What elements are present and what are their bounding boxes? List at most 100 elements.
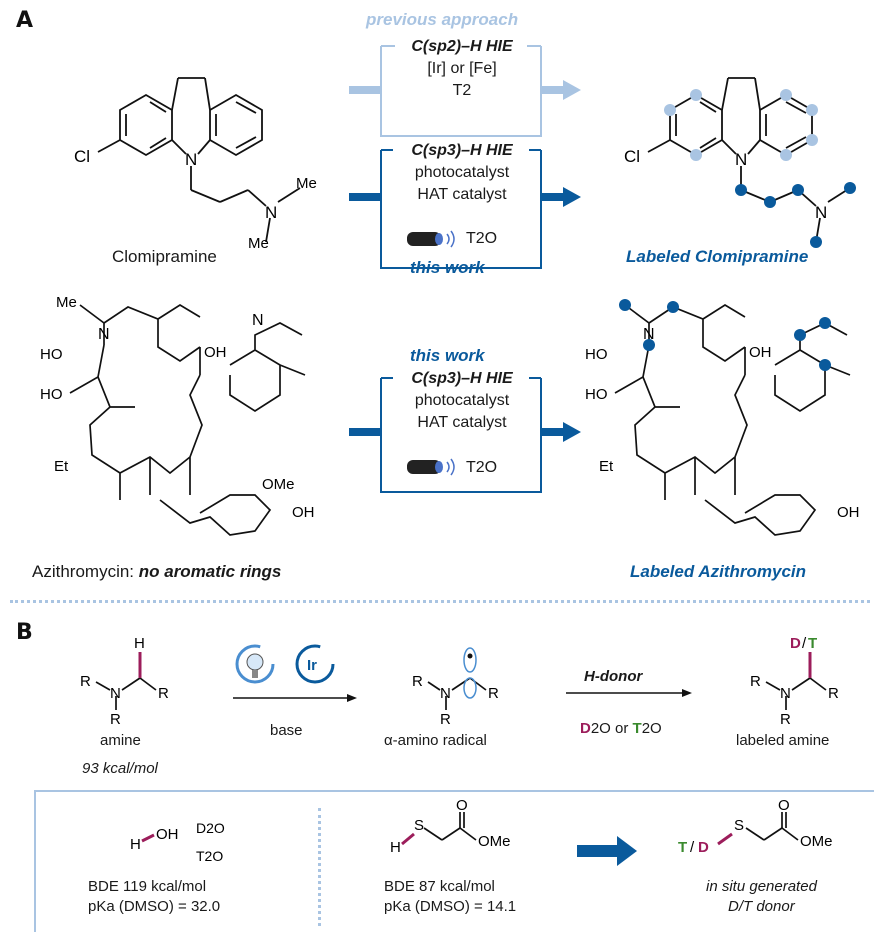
- box2-t2o: T2O: [466, 230, 498, 247]
- box1-line1: [Ir] or [Fe]: [427, 60, 497, 77]
- donor-line2: D/T donor: [728, 898, 795, 915]
- box3-title: C(sp3)–H HIE: [411, 370, 513, 387]
- azithromycin-prefix: Azithromycin:: [32, 562, 139, 581]
- t-symbol: T: [632, 720, 642, 737]
- box2-line1: photocatalyst: [414, 164, 510, 181]
- panel-b-label: B: [16, 620, 33, 645]
- n-atom-labeled: N: [735, 150, 747, 169]
- donor-d: D: [698, 839, 709, 856]
- h-atom-amine: H: [134, 635, 145, 652]
- n-atom-2: N: [265, 203, 277, 222]
- box3-t2o: T2O: [466, 459, 498, 476]
- r-amine-3: R: [110, 711, 121, 728]
- et-labeled-az: Et: [599, 458, 614, 475]
- donor-t: T: [678, 839, 687, 856]
- previous-approach-arrow: [349, 45, 581, 137]
- labeled-azithromycin-caption: Labeled Azithromycin: [630, 562, 807, 581]
- n-az-2: N: [252, 312, 264, 329]
- conversion-arrow: [577, 836, 637, 866]
- d2o-or-mid: 2O or: [590, 720, 633, 737]
- ome-az: OMe: [262, 476, 295, 493]
- ir-label: Ir: [307, 657, 317, 674]
- d-label: D: [790, 635, 801, 652]
- thiol-bde: BDE 87 kcal/mol: [384, 878, 495, 895]
- water-bde: BDE 119 kcal/mol: [88, 878, 207, 895]
- ho-az-2: HO: [40, 386, 63, 403]
- light-source-icon: [407, 232, 441, 246]
- water-h: H: [130, 836, 141, 853]
- r-labeled-3: R: [780, 711, 791, 728]
- box1-title: C(sp2)–H HIE: [411, 38, 513, 55]
- ho-az-1: HO: [40, 346, 63, 363]
- donor-structure: T / D S O OMe: [678, 800, 833, 856]
- box2-title: C(sp3)–H HIE: [411, 142, 513, 159]
- n-atom-labeled-2: N: [815, 203, 827, 222]
- box1-text: C(sp2)–H HIE [Ir] or [Fe] T2: [382, 36, 542, 102]
- box3-line2: HAT catalyst: [417, 414, 507, 431]
- cl-atom-labeled: Cl: [624, 147, 640, 166]
- dt-slash: /: [802, 635, 807, 652]
- this-work-arrow-2: [349, 377, 581, 493]
- donor-line1: in situ generated: [706, 878, 817, 895]
- azithromycin-caption: Azithromycin: no aromatic rings: [32, 562, 281, 582]
- r-radical-1: R: [412, 673, 423, 690]
- thiol-structure: H S O OMe: [390, 800, 511, 856]
- water-t2o: T2O: [196, 848, 223, 864]
- water-oh: OH: [156, 826, 179, 843]
- azithromycin-emphasis: no aromatic rings: [138, 562, 282, 581]
- this-work-arrow-1: [349, 149, 581, 269]
- amine-structure: H R N R R: [80, 635, 169, 728]
- water-pka: pKa (DMSO) = 32.0: [88, 898, 221, 915]
- donor-slash: /: [690, 839, 695, 856]
- labeled-azithromycin-structure: N HO HO OH Et OH: [585, 299, 860, 536]
- hydrogen-donor-comparison-box: [34, 790, 874, 932]
- inner-divider: [318, 808, 321, 926]
- clomipramine-caption: Clomipramine: [112, 247, 217, 266]
- azithromycin-structure: Me N HO HO OH Et N OH OMe: [40, 295, 315, 536]
- thiol-h: H: [390, 839, 401, 856]
- panel-divider: [10, 600, 870, 603]
- iridium-catalyst-icon: [295, 644, 335, 684]
- n-atom: N: [185, 150, 197, 169]
- me-az-1: Me: [56, 295, 77, 311]
- box2-text: C(sp3)–H HIE photocatalyst HAT catalyst: [382, 140, 542, 206]
- t-label: T: [808, 635, 817, 652]
- box3-line1: photocatalyst: [414, 392, 510, 409]
- r-radical-3: R: [440, 711, 451, 728]
- n-radical: N: [440, 685, 451, 702]
- box2-line2: HAT catalyst: [417, 186, 507, 203]
- thiol-o: O: [456, 800, 468, 814]
- ho-labeled-az-2: HO: [585, 386, 608, 403]
- this-work-label-2: this work: [410, 346, 485, 365]
- r-amine-2: R: [158, 685, 169, 702]
- oh-az-2: OH: [292, 504, 315, 521]
- water-structure: H OH D2O T2O: [130, 820, 225, 864]
- thiol-pka: pKa (DMSO) = 14.1: [384, 898, 517, 915]
- n-az: N: [98, 326, 110, 343]
- t2o-end: 2O: [641, 720, 662, 737]
- n-labeled: N: [780, 685, 791, 702]
- water-d2o: D2O: [196, 820, 225, 836]
- clomipramine-structure: N Cl N Me Me: [74, 77, 317, 250]
- lightbulb-icon: [246, 653, 264, 671]
- labeled-clomipramine-structure: N Cl N: [624, 77, 856, 248]
- r-labeled-2: R: [828, 685, 839, 702]
- radical-label: α-amino radical: [384, 732, 487, 749]
- thiol-ome: OMe: [478, 833, 511, 850]
- h-donor-arrow: [566, 689, 692, 697]
- panel-a-label: A: [16, 8, 34, 33]
- d-symbol: D: [580, 720, 591, 737]
- amine-bde: 93 kcal/mol: [82, 760, 158, 777]
- labeled-clomipramine-caption: Labeled Clomipramine: [626, 247, 809, 266]
- labeled-amine-label: labeled amine: [736, 732, 830, 749]
- base-label: base: [270, 722, 303, 739]
- radical-structure: R N R R: [412, 647, 499, 728]
- amine-label: amine: [100, 732, 141, 749]
- h-donor-label: H-donor: [584, 668, 643, 685]
- this-work-label-1: this work: [410, 258, 485, 277]
- donor-o: O: [778, 800, 790, 814]
- labeled-amine-structure: D / T R N R R: [750, 635, 839, 728]
- et-az: Et: [54, 458, 69, 475]
- ho-labeled-az-1: HO: [585, 346, 608, 363]
- thiol-s: S: [414, 817, 424, 834]
